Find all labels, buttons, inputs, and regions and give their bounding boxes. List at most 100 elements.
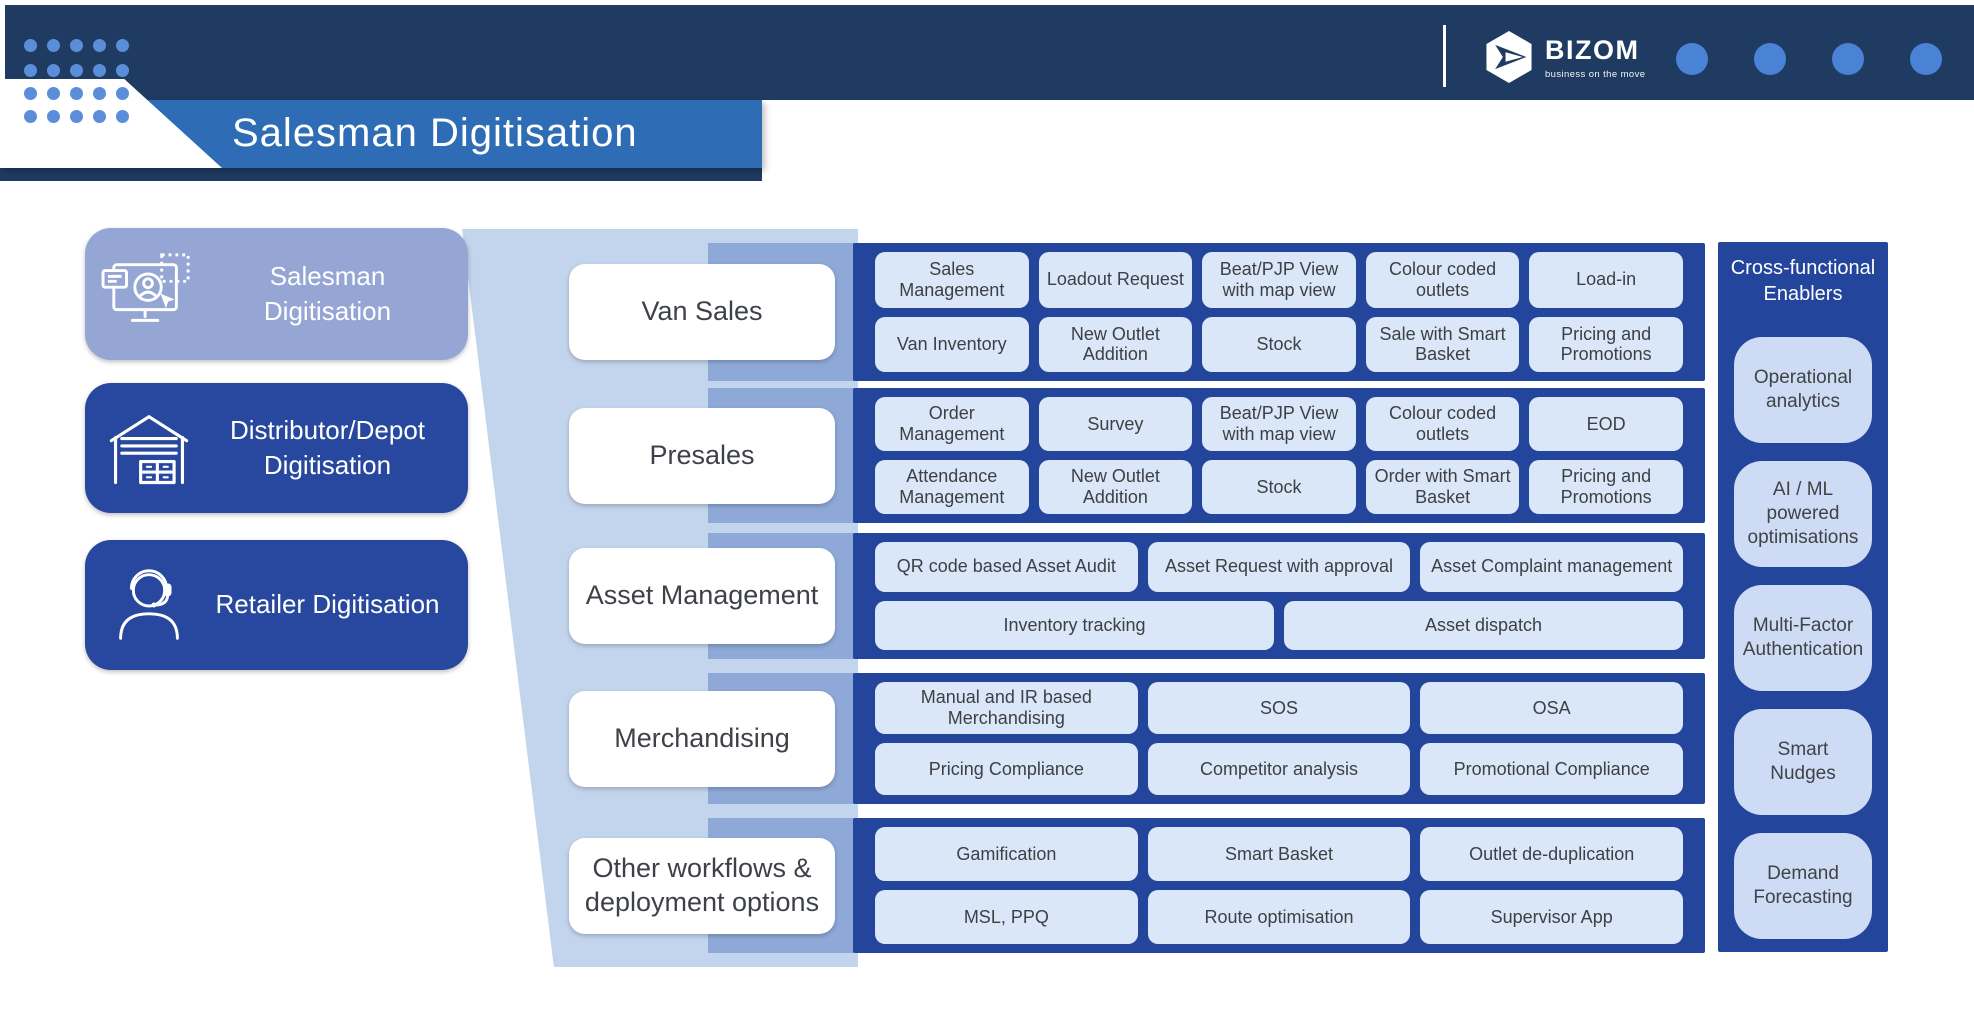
decor-dot [70, 64, 83, 77]
decor-dot [93, 87, 106, 100]
monitor-user-icon [85, 250, 213, 338]
sidebar-item-distributor-depot-digitisation[interactable]: Distributor/Depot Digitisation [85, 383, 468, 513]
decor-dot [70, 110, 83, 123]
feature-chip: OSA [1420, 682, 1684, 734]
feature-chip: Competitor analysis [1147, 743, 1411, 795]
feature-chip: Stock [1202, 316, 1356, 372]
header-bar: BIZOM business on the move [5, 5, 1974, 100]
decor-circle [1676, 43, 1708, 75]
feature-chip: New Outlet Addition [1038, 460, 1193, 514]
sidebar-item-retailer-digitisation[interactable]: Retailer Digitisation [85, 540, 468, 670]
bizom-hexagon-arrow-icon [1483, 29, 1535, 85]
decor-dot [93, 39, 106, 52]
feature-chip: Manual and IR based Merchandising [875, 682, 1138, 734]
headset-person-icon [85, 562, 213, 648]
feature-chip: Smart Basket [1147, 827, 1411, 881]
decor-dot [24, 110, 37, 123]
feature-chip: EOD [1529, 397, 1683, 451]
feature-chip: Pricing and Promotions [1529, 316, 1683, 372]
enabler-item: Smart Nudges [1734, 709, 1872, 815]
feature-chip: Van Inventory [875, 316, 1029, 372]
decor-circle [1910, 43, 1942, 75]
feature-chip: Order Management [875, 397, 1029, 451]
feature-chip: Gamification [875, 827, 1138, 881]
logo-tagline: business on the move [1545, 69, 1646, 80]
feature-chip: Supervisor App [1420, 890, 1684, 944]
enabler-item: Multi-Factor Authentication [1734, 585, 1872, 691]
feature-chip: MSL, PPQ [875, 890, 1138, 944]
feature-chip: Beat/PJP View with map view [1202, 397, 1356, 451]
row-label: Van Sales [569, 264, 835, 360]
feature-chip: Load-in [1529, 252, 1683, 308]
decor-dot [47, 64, 60, 77]
decor-dot [47, 39, 60, 52]
decor-dot [24, 39, 37, 52]
feature-chip: Asset dispatch [1284, 600, 1683, 650]
sidebar-item-label: Retailer Digitisation [215, 589, 440, 620]
enabler-item: AI / ML powered optimisations [1734, 461, 1872, 567]
decor-dot [116, 87, 129, 100]
feature-chip: Promotional Compliance [1420, 743, 1684, 795]
decor-dot [93, 110, 106, 123]
sidebar-item-label: Distributor/Depot Digitisation [229, 414, 426, 480]
feature-chip: Attendance Management [875, 460, 1029, 514]
sidebar-item-salesman-digitisation[interactable]: Salesman Digitisation [85, 228, 468, 360]
row-label: Asset Management [569, 548, 835, 644]
decor-circle [1832, 43, 1864, 75]
decor-dot [116, 39, 129, 52]
decor-dot [47, 110, 60, 123]
enablers-panel: Cross-functional Enablers Operational an… [1718, 242, 1888, 952]
sidebar-item-label: Salesman Digitisation [263, 260, 392, 326]
feature-chip: QR code based Asset Audit [875, 542, 1138, 592]
enabler-item: Demand Forecasting [1734, 833, 1872, 939]
warehouse-icon [85, 406, 213, 490]
feature-chip: Order with Smart Basket [1365, 460, 1520, 514]
row-label: Other workflows & deployment options [569, 837, 835, 934]
decor-dot [47, 87, 60, 100]
feature-chip: Colour coded outlets [1365, 252, 1520, 308]
feature-chip: Inventory tracking [875, 600, 1274, 650]
feature-chip: Asset Complaint management [1420, 542, 1684, 592]
feature-chip: Survey [1038, 397, 1193, 451]
decor-dot [93, 64, 106, 77]
feature-chip: New Outlet Addition [1038, 316, 1193, 372]
feature-chip: Beat/PJP View with map view [1202, 252, 1356, 308]
decor-circle [1754, 43, 1786, 75]
row-label: Merchandising [569, 690, 835, 787]
enablers-title: Cross-functional Enablers [1730, 257, 1876, 305]
decor-dot [70, 39, 83, 52]
feature-chip: Pricing and Promotions [1529, 460, 1683, 514]
decor-dot [116, 64, 129, 77]
feature-chip: Stock [1202, 460, 1356, 514]
decor-dot [116, 110, 129, 123]
header-separator [1443, 25, 1446, 87]
decor-dot [70, 87, 83, 100]
decor-dot [24, 64, 37, 77]
feature-chip: Sales Management [875, 252, 1029, 308]
logo-name: BIZOM [1545, 35, 1640, 65]
feature-chip: Loadout Request [1038, 252, 1193, 308]
feature-chip: Route optimisation [1147, 890, 1411, 944]
feature-chip: SOS [1147, 682, 1411, 734]
feature-chip: Asset Request with approval [1147, 542, 1411, 592]
feature-chip: Outlet de-duplication [1420, 827, 1684, 881]
enabler-item: Operational analytics [1734, 337, 1872, 443]
bizom-logo: BIZOM business on the move [1483, 29, 1645, 85]
banner-underline [0, 168, 762, 181]
feature-chip: Colour coded outlets [1365, 397, 1520, 451]
